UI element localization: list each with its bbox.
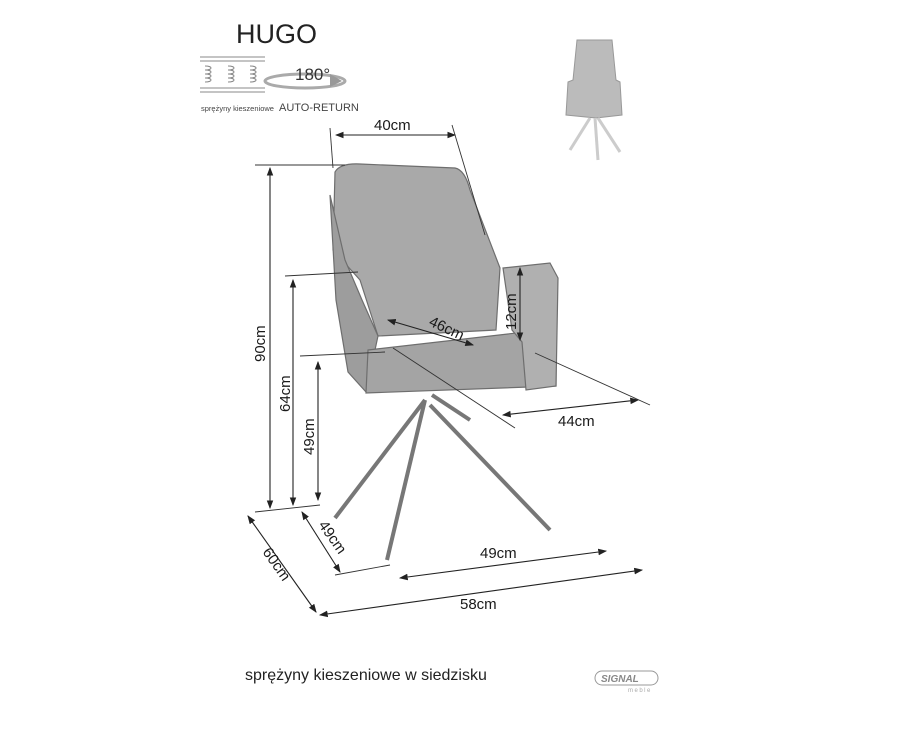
chair-legs (333, 393, 552, 561)
chair-illustration (329, 163, 559, 561)
rotation-value: 180° (295, 65, 330, 84)
dim-base-depth: 49cm (315, 518, 350, 558)
dim-armrest-height: 64cm (277, 375, 294, 412)
dim-total-depth: 60cm (259, 545, 294, 585)
brand-name: SIGNAL (601, 674, 639, 685)
dim-back-width: 40cm (374, 117, 411, 134)
rotation-label: AUTO-RETURN (279, 102, 359, 114)
brand-sub: meble (628, 688, 652, 694)
dimension-lines (247, 124, 651, 618)
signal-logo: SIGNAL meble (594, 670, 659, 694)
product-title: HUGO (236, 19, 317, 49)
dim-base-width: 49cm (480, 545, 517, 562)
dim-seat-height: 49cm (301, 418, 318, 455)
chair-backrest (332, 163, 501, 337)
springs-label: sprężyny kieszeniowe (201, 104, 274, 113)
pocket-springs-icon (200, 56, 265, 93)
dim-total-height: 90cm (252, 325, 269, 362)
caption: sprężyny kieszeniowe w siedzisku (245, 667, 487, 684)
dim-seat-width: 44cm (558, 413, 595, 430)
dim-total-width: 58cm (460, 596, 497, 613)
rotation-icon (263, 72, 347, 90)
dim-armrest-above-seat: 12cm (503, 293, 520, 330)
chair-back-thumbnail (565, 39, 623, 161)
